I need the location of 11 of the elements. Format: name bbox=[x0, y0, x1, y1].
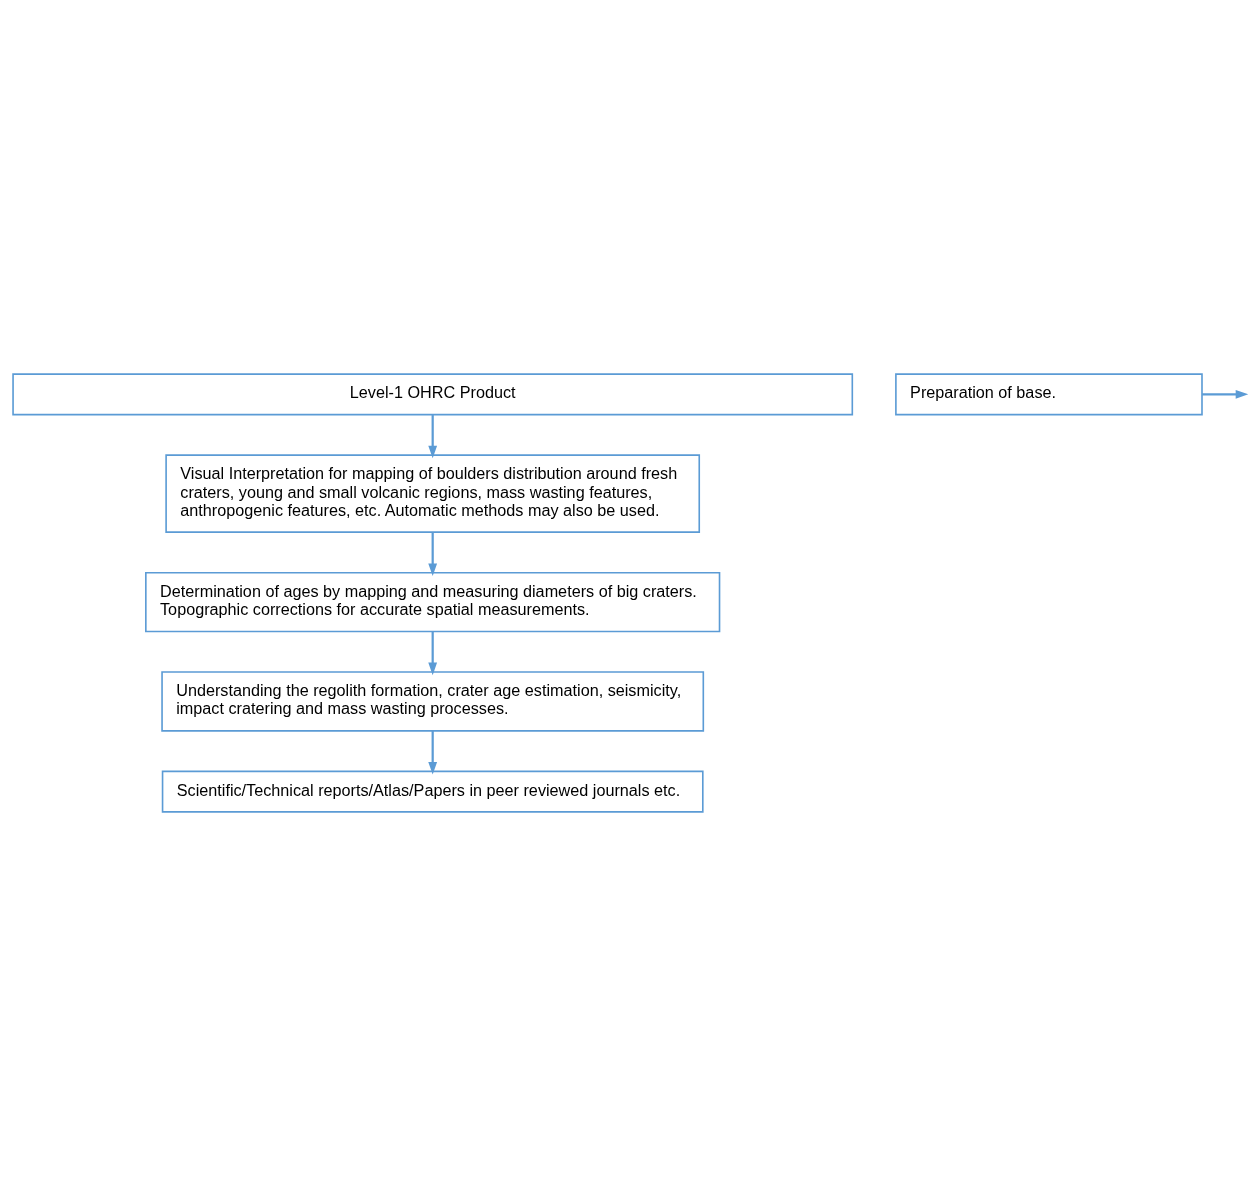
node-box: Understanding the regolith formation, crater age estimation, seismicity, impact cratering and mass wasting processes. bbox=[160, 670, 704, 732]
arrow bbox=[427, 631, 437, 675]
arrow bbox=[1201, 389, 1248, 399]
node-box: Scientific/Technical reports/Atlas/Papers in peer reviewed journals etc. bbox=[161, 770, 704, 813]
node-box: Level-1 OHRC Product bbox=[11, 372, 853, 415]
arrow bbox=[427, 531, 437, 576]
arrow bbox=[427, 414, 437, 458]
node-box: Determination of ages by mapping and measuring diameters of big craters. Topographic corrections for accurate spatial measurements. bbox=[144, 571, 720, 632]
node-box: Preparation of base. bbox=[894, 372, 1203, 415]
arrow bbox=[427, 730, 437, 775]
node-box: Visual Interpretation for mapping of boulders distribution around fresh craters, young and small volcanic regions, mass wasting features, anthropogenic features, etc. Automatic methods may also be used. bbox=[164, 453, 700, 533]
